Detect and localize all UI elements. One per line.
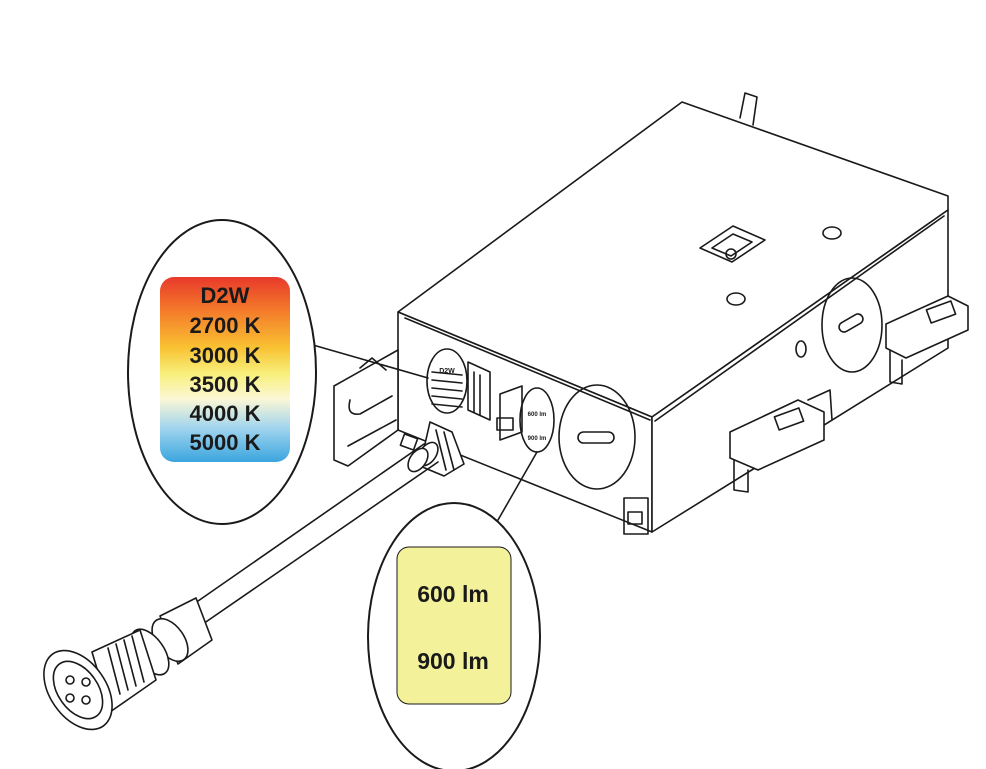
cct-leader-line bbox=[305, 342, 429, 379]
lumen-callout: 600 lm 900 lm bbox=[367, 502, 541, 769]
cct-option: 4000 K bbox=[190, 401, 261, 426]
cct-callout: D2W 2700 K 3000 K 3500 K 4000 K 5000 K bbox=[127, 219, 317, 525]
round-connector bbox=[43, 597, 213, 731]
cct-option: 5000 K bbox=[190, 430, 261, 455]
cct-option: 3500 K bbox=[190, 372, 261, 397]
cct-option: 2700 K bbox=[190, 313, 261, 338]
lumen-option: 600 lm bbox=[417, 581, 489, 607]
cct-switch-label: D2W bbox=[439, 368, 455, 375]
cct-gradient-panel bbox=[160, 277, 290, 462]
lumen-switch-label-900: 900 lm bbox=[528, 436, 547, 442]
cct-option: 3000 K bbox=[190, 343, 261, 368]
cct-switch-rows bbox=[431, 371, 463, 408]
lumen-leader-line bbox=[497, 451, 538, 521]
lumen-panel bbox=[396, 546, 512, 705]
cct-option: D2W bbox=[201, 283, 250, 308]
lumen-switch-label-600: 600 lm bbox=[528, 412, 547, 418]
power-cable bbox=[187, 441, 439, 627]
lumen-option: 900 lm bbox=[417, 648, 489, 674]
driver-box bbox=[333, 92, 969, 535]
